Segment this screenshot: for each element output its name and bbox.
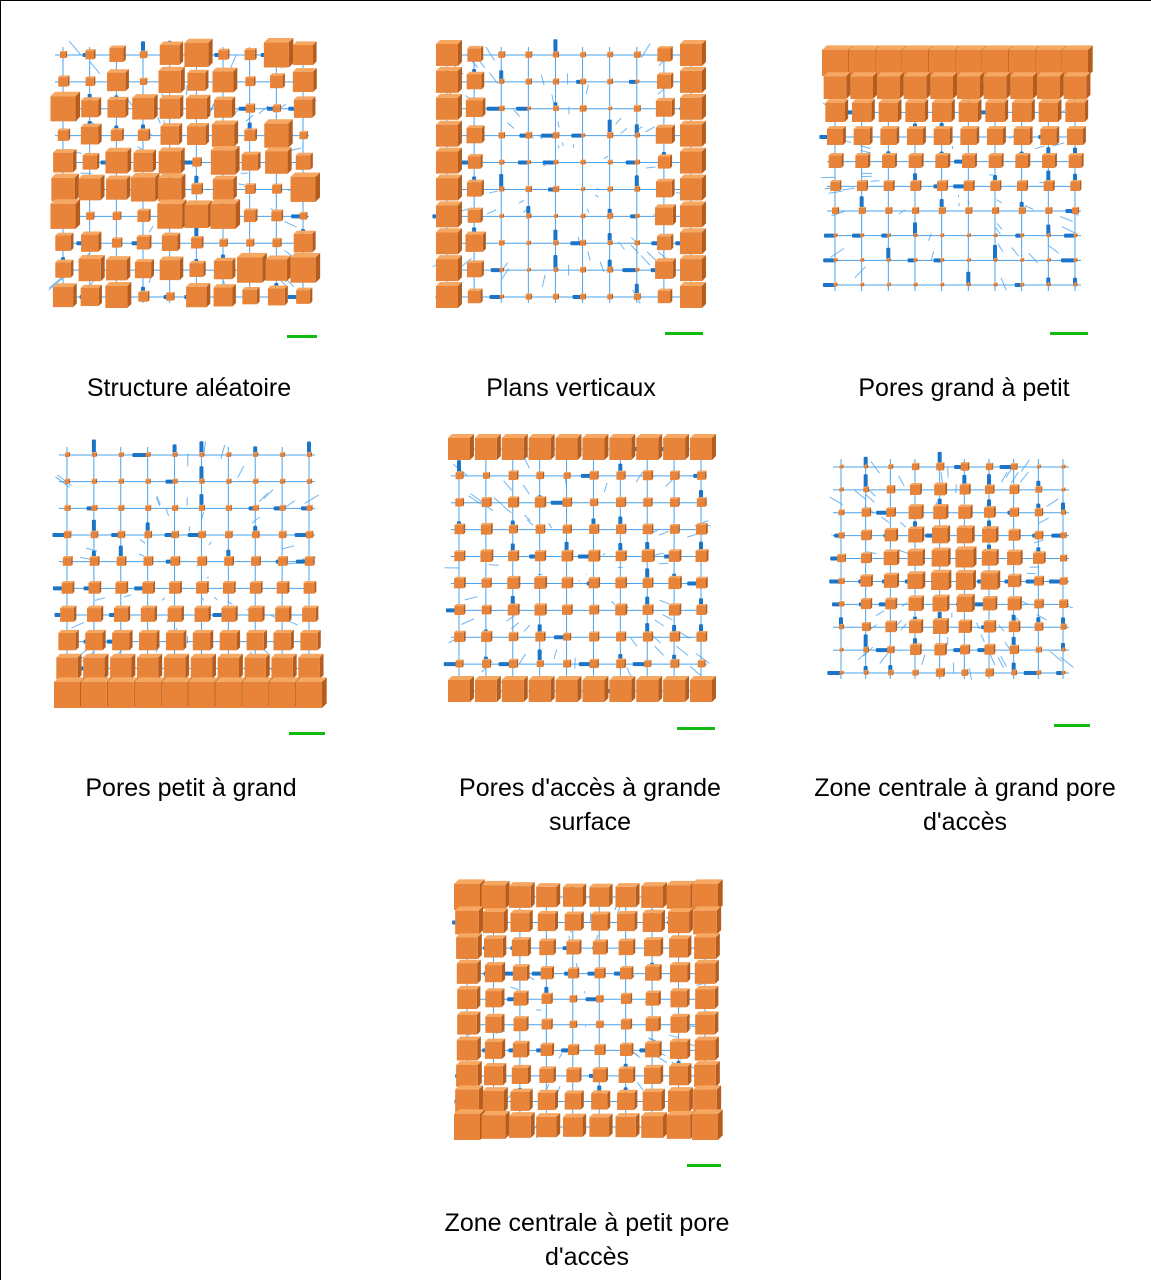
caption-vertical-planes: Plans verticaux xyxy=(421,371,721,405)
panel-random-structure xyxy=(49,41,317,346)
caption-center-small-access: Zone centrale à petit pore d'accès xyxy=(411,1206,763,1274)
caption-large-access-surface: Pores d'accès à grande surface xyxy=(431,771,749,839)
pore-cubes xyxy=(54,452,327,708)
panel-center-large-access xyxy=(827,453,1093,733)
pore-cubes xyxy=(837,462,1068,677)
panel-large-access-surface xyxy=(445,435,721,735)
scale-bar xyxy=(1054,724,1090,727)
pore-cubes xyxy=(822,45,1093,286)
caption-center-large-access: Zone centrale à grand pore d'accès xyxy=(783,771,1147,839)
panel-center-small-access xyxy=(453,883,723,1173)
pore-network-diagram-vertical-planes xyxy=(433,41,705,311)
throat-grid xyxy=(833,459,1069,679)
panel-vertical-planes xyxy=(433,41,705,346)
caption-random-structure: Structure aléatoire xyxy=(41,371,337,405)
pore-network-diagram-random xyxy=(49,41,317,311)
scale-bar xyxy=(677,727,715,730)
pore-cubes xyxy=(436,40,706,308)
throat-grid xyxy=(451,441,707,697)
pore-network-diagram-center-small-access xyxy=(453,883,719,1141)
scale-bar xyxy=(287,335,317,338)
scale-bar xyxy=(665,332,703,335)
scale-bar xyxy=(289,732,325,735)
pore-network-diagram-large-access-surface xyxy=(445,435,715,705)
pore-network-diagram-center-large-access xyxy=(827,453,1077,687)
caption-small-to-large: Pores petit à grand xyxy=(41,771,341,805)
scale-bar xyxy=(1050,332,1088,335)
pore-network-diagram-small-to-large xyxy=(53,441,323,709)
pore-network-diagram-large-to-small xyxy=(821,49,1089,299)
caption-large-to-small: Pores grand à petit xyxy=(809,371,1119,405)
pore-cubes xyxy=(454,879,723,1140)
panel-small-to-large xyxy=(53,441,325,741)
scale-bar xyxy=(687,1164,721,1167)
panel-large-to-small xyxy=(821,49,1093,349)
